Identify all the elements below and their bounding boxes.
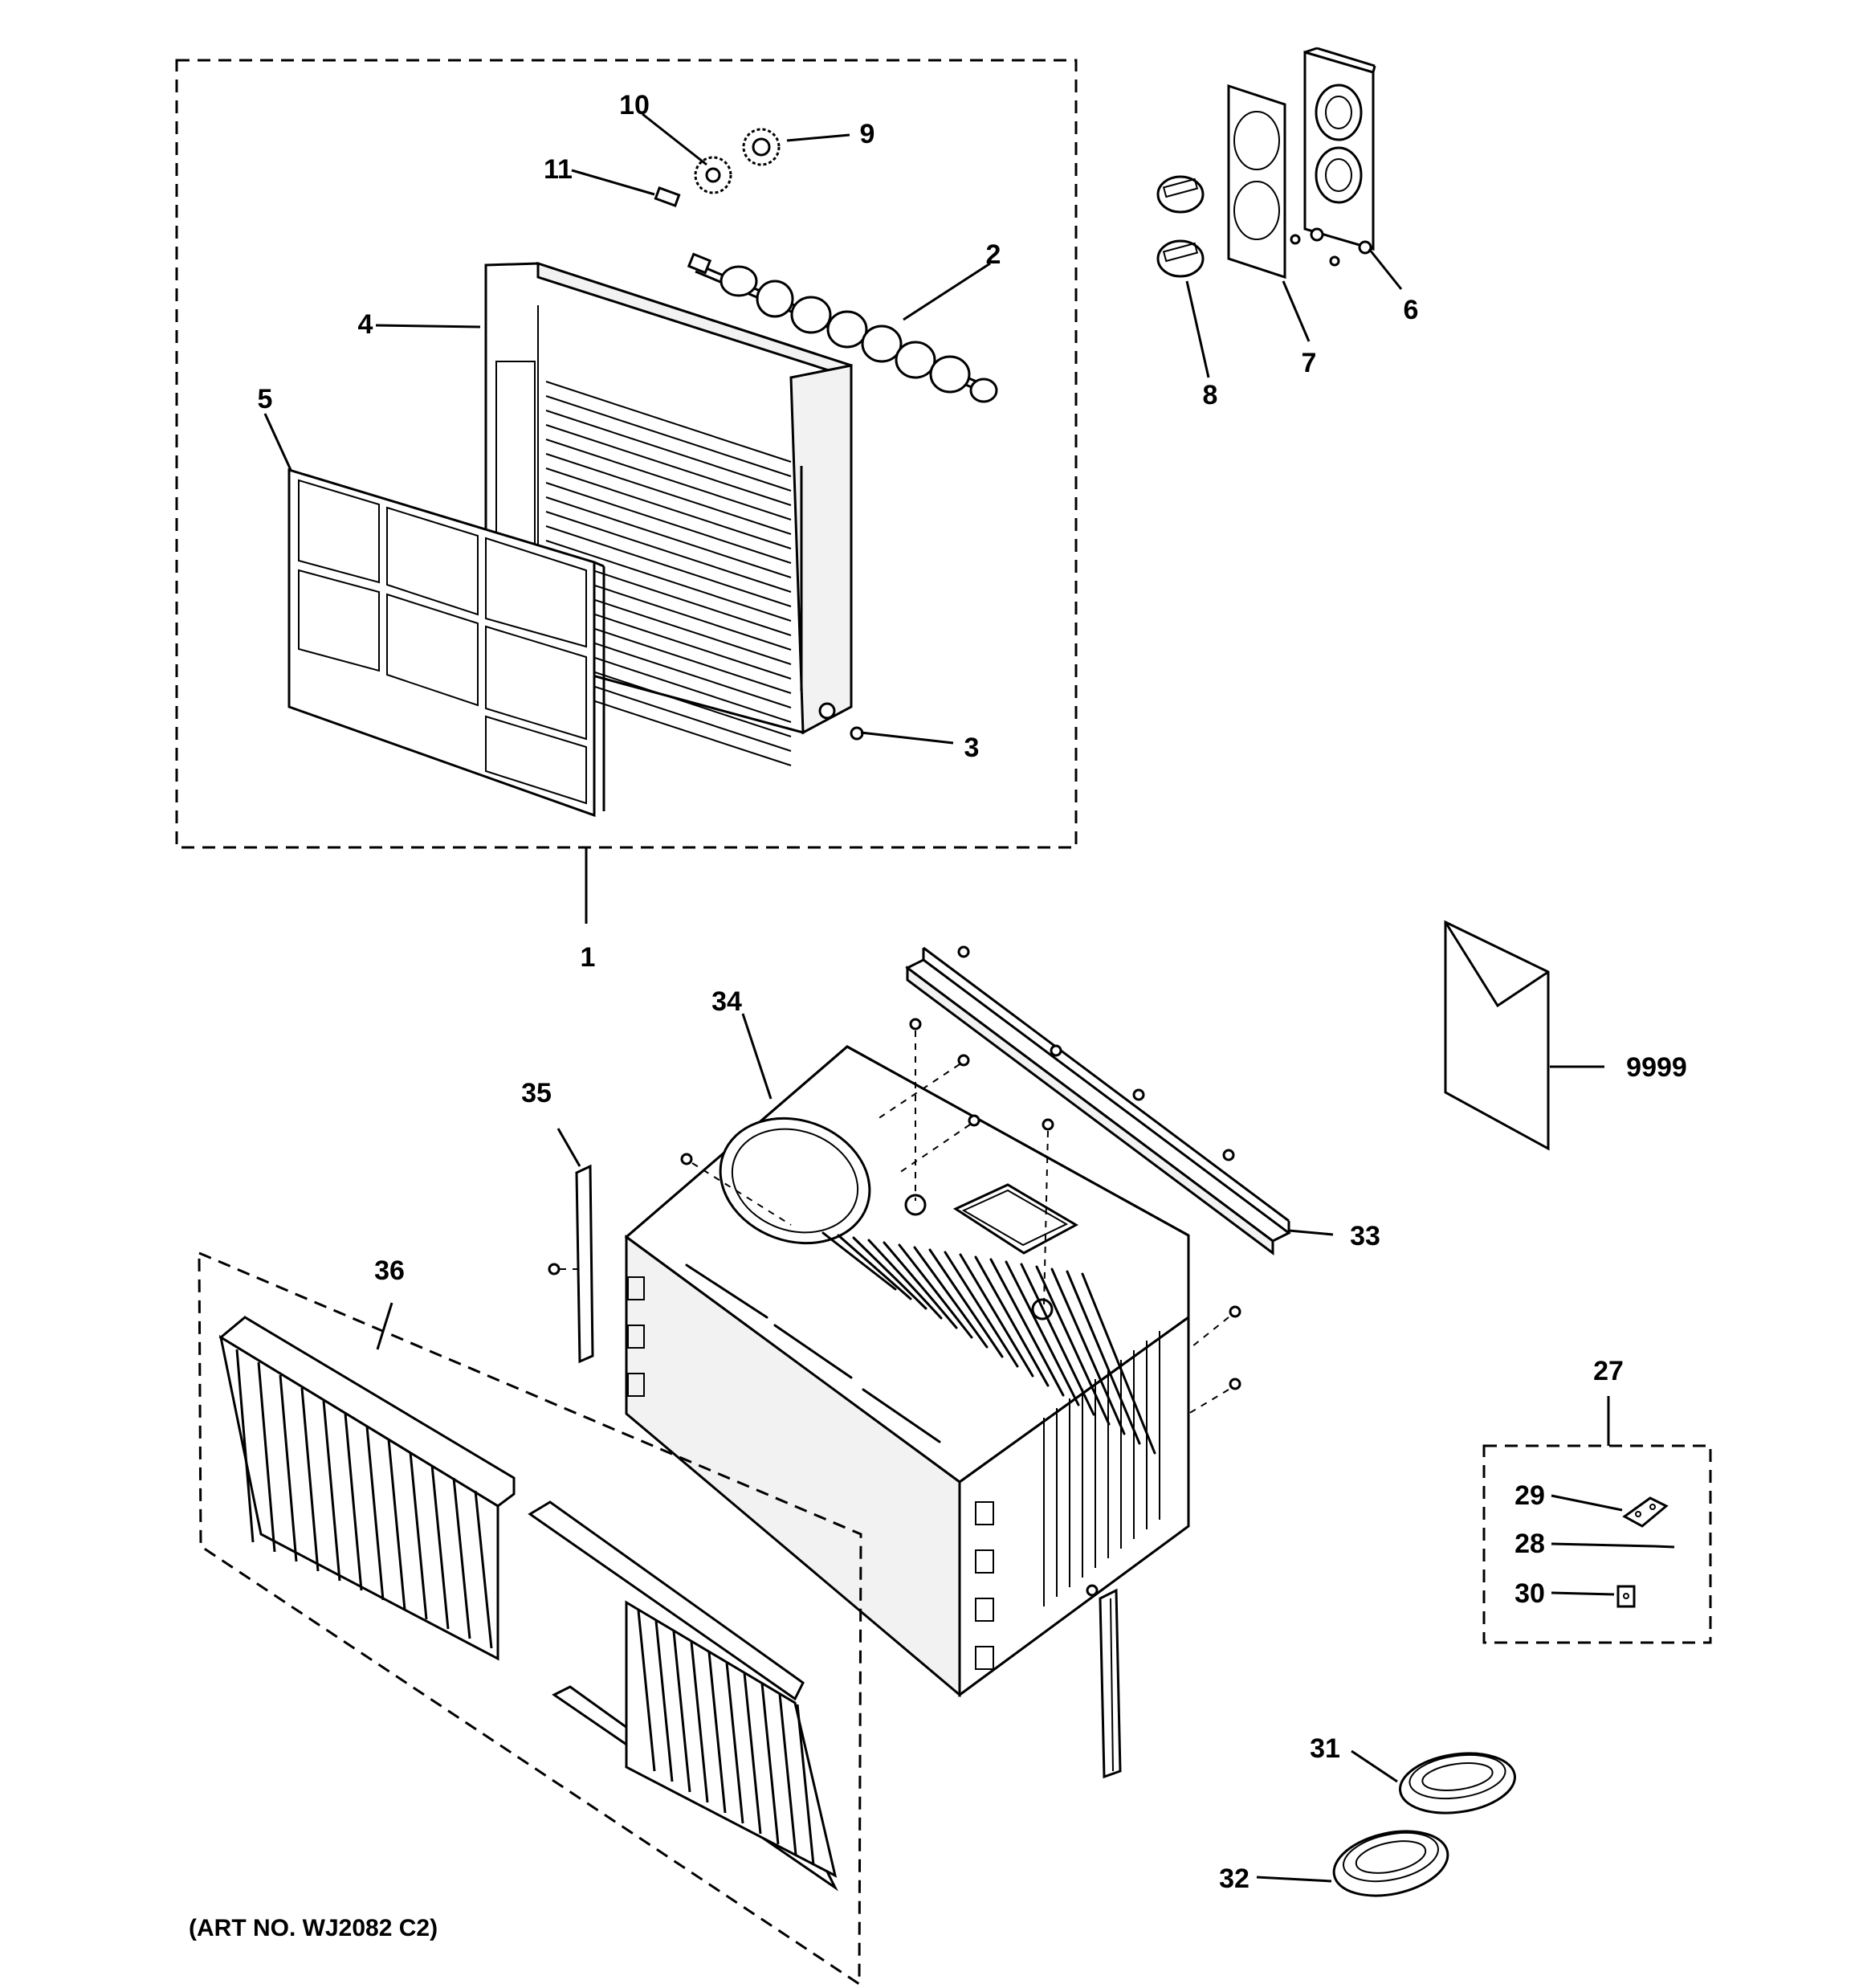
callout-11: 11	[544, 154, 573, 185]
callout-34: 34	[711, 986, 742, 1017]
hardware-kit-boundary	[1482, 1444, 1712, 1644]
control-knobs-part-8	[1156, 175, 1205, 278]
owners-manual-part-9999	[1444, 920, 1550, 1151]
top-rail-part-33	[905, 946, 1291, 1255]
pad-part-30	[1616, 1585, 1636, 1608]
control-panel-part-6	[1290, 47, 1376, 267]
control-panel-overlay-part-7	[1227, 84, 1286, 280]
callout-30: 30	[1514, 1578, 1545, 1609]
assembly-1-boundary	[175, 59, 1078, 849]
callout-10: 10	[619, 90, 650, 120]
bracket-part-29	[1622, 1496, 1669, 1528]
side-curtain-assembly-36	[198, 1251, 862, 1986]
callout-5: 5	[258, 384, 273, 414]
callout-27: 27	[1593, 1356, 1624, 1386]
gear-part-10	[694, 156, 732, 194]
callout-1: 1	[581, 942, 596, 973]
screw-part-28	[1653, 1545, 1675, 1549]
callout-32: 32	[1219, 1863, 1249, 1894]
pin-part-11	[654, 186, 681, 207]
callout-33: 33	[1350, 1221, 1380, 1251]
mounting-screws	[548, 945, 1241, 1597]
art-number: (ART NO. WJ2082 C2)	[189, 1915, 438, 1941]
side-seal-part-35	[575, 1164, 594, 1364]
foam-seal-part-32	[1332, 1830, 1449, 1897]
hardware-kit-27	[1482, 1396, 1712, 1644]
callout-4: 4	[358, 309, 373, 340]
gear-part-9	[742, 128, 781, 166]
callout-2: 2	[986, 239, 1001, 270]
front-grille-assembly	[175, 59, 1078, 924]
louver-shaft-part-2	[687, 252, 998, 403]
air-filter-part-5	[287, 467, 605, 818]
callout-31: 31	[1310, 1733, 1340, 1764]
callout-7: 7	[1302, 348, 1317, 378]
callout-28: 28	[1514, 1529, 1545, 1559]
callout-35: 35	[521, 1078, 552, 1108]
callout-labels: 10 9 11 2 4 5 3 1 6 7 8 9999 33 34 35 36…	[258, 90, 1687, 1894]
leader-lines	[263, 112, 1655, 1883]
foam-seal-part-31	[1399, 1752, 1516, 1815]
callout-9999: 9999	[1626, 1052, 1687, 1083]
callout-36: 36	[374, 1255, 405, 1286]
callout-3: 3	[964, 733, 980, 763]
callout-29: 29	[1514, 1480, 1545, 1511]
callout-9: 9	[860, 119, 875, 149]
callout-6: 6	[1404, 295, 1419, 325]
callout-8: 8	[1203, 380, 1218, 410]
bottom-seal-strip	[1099, 1588, 1122, 1779]
cabinet-part-34	[624, 1045, 1190, 1698]
